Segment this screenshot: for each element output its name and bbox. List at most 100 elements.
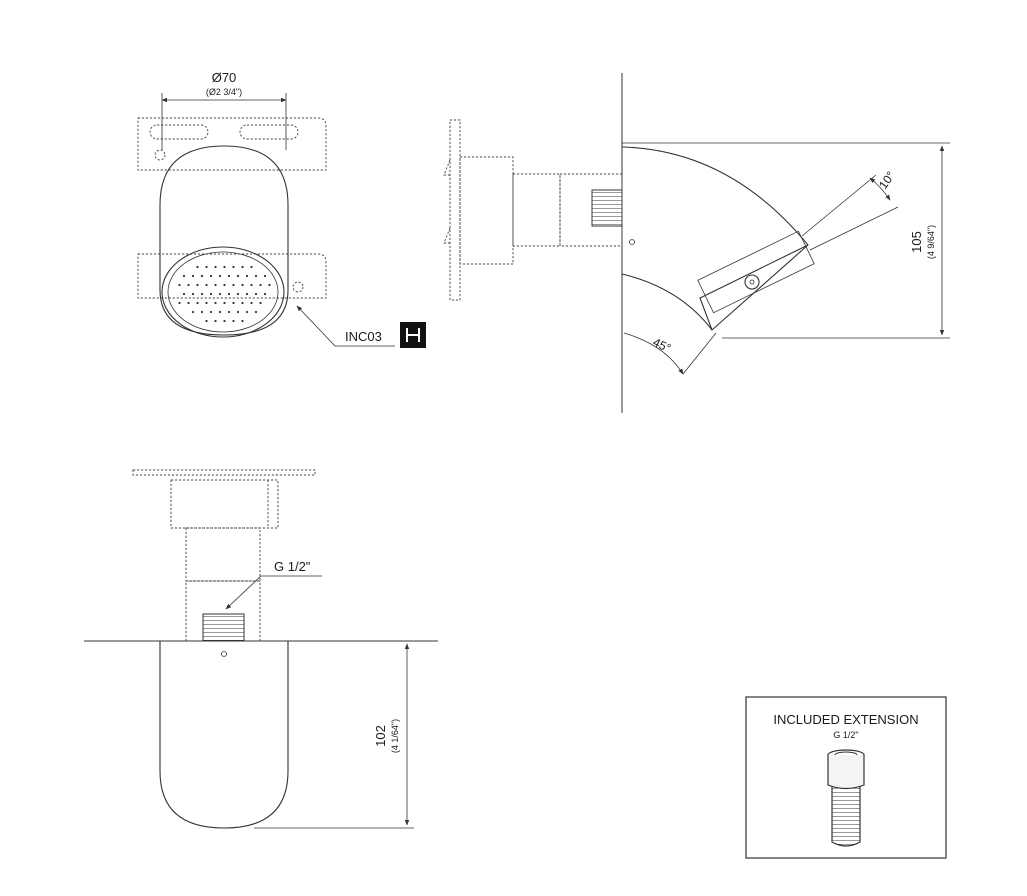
side-mounting-plate <box>449 119 461 301</box>
nozzle-hole <box>205 301 208 305</box>
nozzle-hole <box>232 283 235 287</box>
nozzle-hole <box>191 310 195 314</box>
nozzle-hole <box>196 265 199 269</box>
nozzle-hole <box>200 310 204 314</box>
inc03-label: INC03 <box>345 329 382 344</box>
extension-box: INCLUDED EXTENSION G 1/2" <box>745 696 947 859</box>
nozzle-hole <box>191 292 195 296</box>
nozzle-face-outer <box>161 246 285 338</box>
nozzle-hole <box>263 292 267 296</box>
spray-angle-label: 10° <box>876 169 898 192</box>
nozzle-hole <box>227 274 231 278</box>
nozzle-hole <box>214 319 217 323</box>
side-box-body <box>459 156 514 265</box>
nozzle-hole <box>227 310 231 314</box>
nozzle-hole <box>241 283 244 287</box>
nozzle-hole <box>245 292 249 296</box>
diameter-in-label: (Ø2 3/4") <box>206 87 242 97</box>
extension-threaded-shaft <box>831 786 861 847</box>
plate-hole-lower <box>292 281 304 293</box>
side-clips <box>443 159 451 244</box>
nozzle-hole <box>263 274 267 278</box>
nozzle-hole <box>254 274 258 278</box>
nozzle-hole <box>200 274 204 278</box>
nozzle-hole <box>232 265 235 269</box>
side-sleeve <box>512 173 561 247</box>
spray-angle-arc <box>869 177 891 201</box>
nozzle-hole <box>214 283 217 287</box>
nozzle-hole <box>209 292 213 296</box>
plate-hole <box>154 149 166 161</box>
lower-mounting-plate <box>137 253 327 299</box>
extension-collar <box>827 755 865 790</box>
front-screw <box>221 651 227 657</box>
nozzle-hole <box>236 310 240 314</box>
thread-label: G 1/2" <box>274 559 311 574</box>
front-box-body <box>170 479 279 529</box>
shower-body-outline <box>159 145 289 336</box>
nozzle-hole <box>236 292 240 296</box>
top-view: Ø70 (Ø2 3/4") INC03 <box>137 70 426 348</box>
nozzle-hole <box>241 301 244 305</box>
nozzle-hole <box>250 265 253 269</box>
nozzle-hole <box>227 292 231 296</box>
nozzle-hole <box>178 283 181 287</box>
tilt-angle-label: 45° <box>651 335 674 355</box>
nozzle-hole <box>200 292 204 296</box>
nozzle-hole <box>187 283 190 287</box>
side-pivot-outer <box>744 274 760 290</box>
nozzle-hole <box>245 310 249 314</box>
nozzle-hole <box>182 274 186 278</box>
nozzle-hole <box>205 283 208 287</box>
tilt-ref-line <box>682 332 717 375</box>
front-shower-body <box>159 641 289 829</box>
nozzle-face-inner <box>167 251 279 333</box>
thread-leader <box>225 575 322 610</box>
nozzle-hole <box>241 319 244 323</box>
depth-in-label: (4 1/64") <box>390 719 400 753</box>
nozzle-hole <box>250 283 253 287</box>
extension-thread-label: G 1/2" <box>833 730 858 740</box>
nozzle-hole <box>214 265 217 269</box>
nozzle-hole <box>191 274 195 278</box>
side-view: 10° 45° 105 (4 9/64") <box>443 73 950 413</box>
nozzle-hole <box>245 274 249 278</box>
side-shower-body <box>621 146 809 331</box>
spray-line-lower <box>809 206 899 251</box>
nozzle-hole <box>250 301 253 305</box>
front-thread <box>202 613 245 642</box>
inc03-leader <box>296 305 395 347</box>
spray-line-upper <box>801 174 877 237</box>
nozzle-hole <box>182 292 186 296</box>
nozzle-hole <box>254 292 258 296</box>
nozzle-hole <box>223 283 226 287</box>
height-mm-label: 105 <box>909 231 924 253</box>
nozzle-hole <box>209 274 213 278</box>
nozzle-hole <box>214 301 217 305</box>
nozzle-hole <box>205 319 208 323</box>
diameter-mm-label: Ø70 <box>212 70 237 85</box>
upper-mounting-plate <box>137 117 327 171</box>
nozzle-hole <box>209 310 213 314</box>
nozzle-hole <box>236 274 240 278</box>
plate-slot-left <box>149 124 209 140</box>
extension-frame <box>745 696 947 859</box>
extension-title: INCLUDED EXTENSION <box>773 712 918 727</box>
side-pivot-inner <box>749 279 755 285</box>
plate-slot-right <box>239 124 299 140</box>
front-mounting-plate <box>132 469 316 476</box>
nozzle-hole <box>259 283 262 287</box>
nozzle-hole <box>259 301 262 305</box>
nozzle-hole <box>223 319 226 323</box>
nozzle-hole <box>223 301 226 305</box>
nozzle-hole <box>178 301 181 305</box>
side-screw <box>629 239 635 245</box>
nozzle-hole <box>187 301 190 305</box>
front-sleeve <box>185 527 261 582</box>
front-view: G 1/2" 102 (4 1/64") <box>84 469 438 829</box>
nozzle-hole <box>196 283 199 287</box>
nozzle-holes <box>178 265 271 323</box>
depth-mm-label: 102 <box>373 725 388 747</box>
nozzle-hole <box>241 265 244 269</box>
